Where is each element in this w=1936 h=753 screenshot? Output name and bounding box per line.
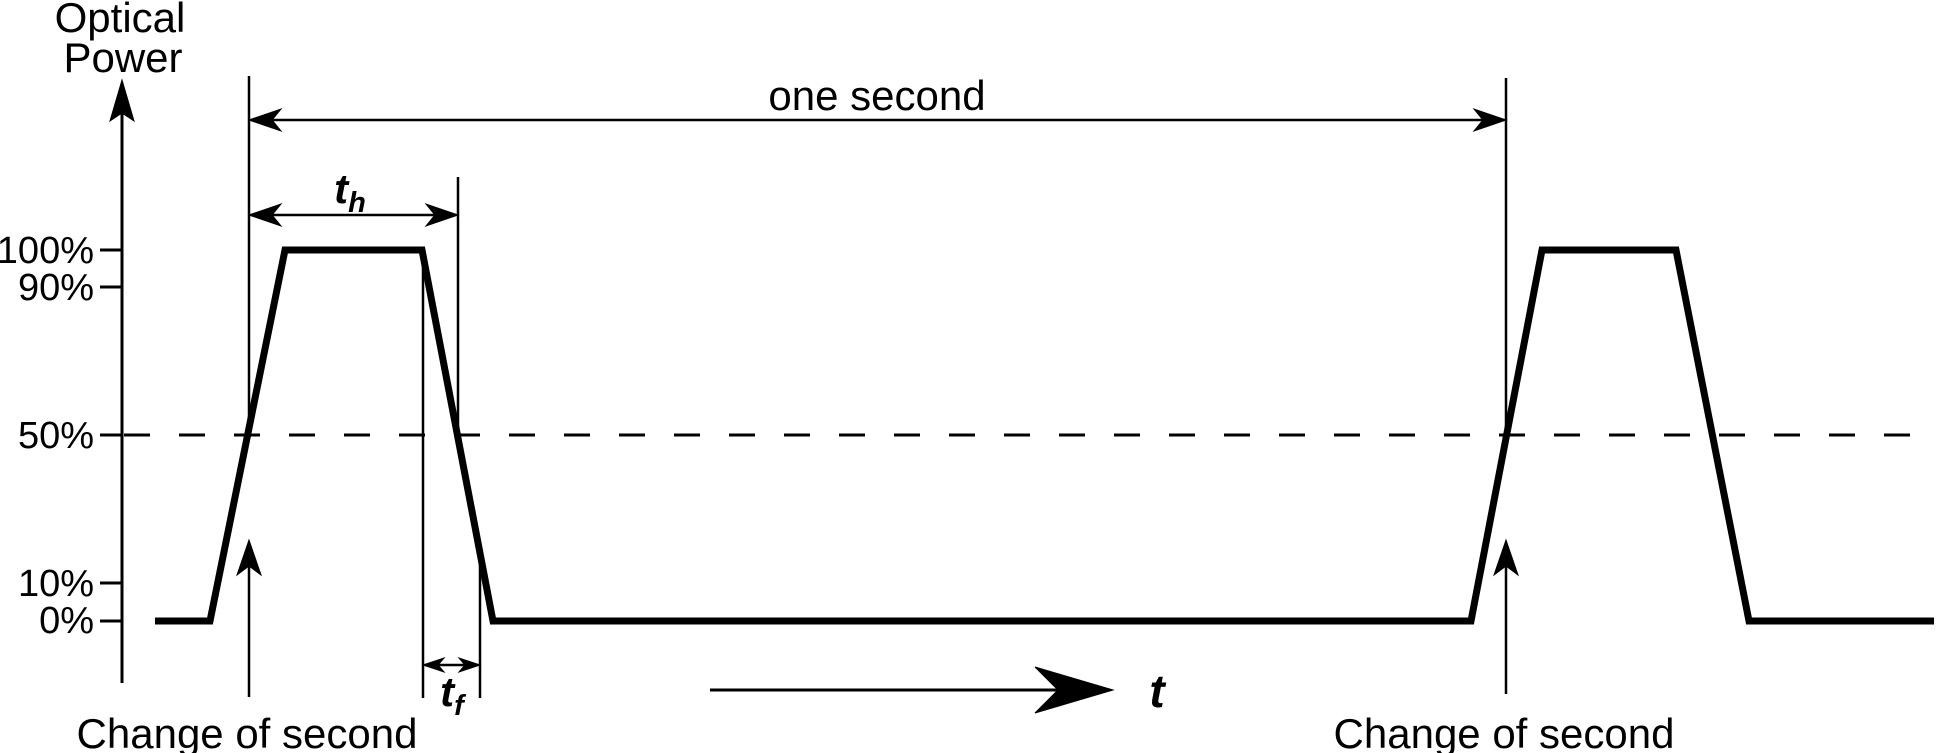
y-axis-title-line2: Power — [63, 34, 182, 81]
hold-time-arrowhead-left-icon — [247, 202, 283, 228]
hold-time-dimension: th — [247, 165, 460, 228]
change-of-second-up-arrowhead-left-icon — [236, 538, 262, 577]
change-of-second-label-left: Change of second — [77, 710, 418, 753]
tick-label-100: 100% — [0, 230, 94, 272]
y-axis: Optical Power 100% 90% 50% 10% 0% — [0, 0, 185, 683]
change-of-second-label-right: Change of second — [1334, 710, 1675, 753]
tick-label-90: 90% — [18, 267, 94, 309]
time-axis-arrowhead-icon — [1034, 666, 1115, 714]
hold-time-label: th — [334, 165, 366, 219]
fall-time-dimension: tf — [421, 656, 482, 722]
y-axis-arrow-icon — [109, 78, 135, 123]
fall-time-arrowhead-right-icon — [457, 656, 482, 674]
change-of-second-right: Change of second — [1334, 538, 1675, 753]
change-of-second-left: Change of second — [77, 538, 418, 753]
fall-time-symbol: t — [440, 668, 456, 715]
tick-label-50: 50% — [18, 415, 94, 457]
fall-time-subscript: f — [454, 690, 467, 722]
one-second-label: one second — [768, 72, 985, 119]
hold-time-symbol: t — [334, 165, 350, 212]
one-second-arrowhead-left-icon — [247, 107, 283, 133]
one-second-dimension: one second — [247, 72, 1508, 133]
time-axis-label: t — [1149, 665, 1166, 717]
fall-time-arrowhead-left-icon — [421, 656, 446, 674]
change-of-second-up-arrowhead-right-icon — [1493, 538, 1519, 577]
tick-label-10: 10% — [18, 563, 94, 605]
fall-time-label: tf — [440, 668, 467, 722]
hold-time-subscript: h — [348, 187, 366, 219]
hold-time-arrowhead-right-icon — [424, 202, 460, 228]
y-axis-title-line1: Optical — [55, 0, 186, 41]
optical-power-waveform — [155, 246, 1934, 625]
one-second-arrowhead-right-icon — [1472, 107, 1508, 133]
tick-label-0: 0% — [39, 600, 94, 642]
time-axis: t — [710, 665, 1166, 717]
